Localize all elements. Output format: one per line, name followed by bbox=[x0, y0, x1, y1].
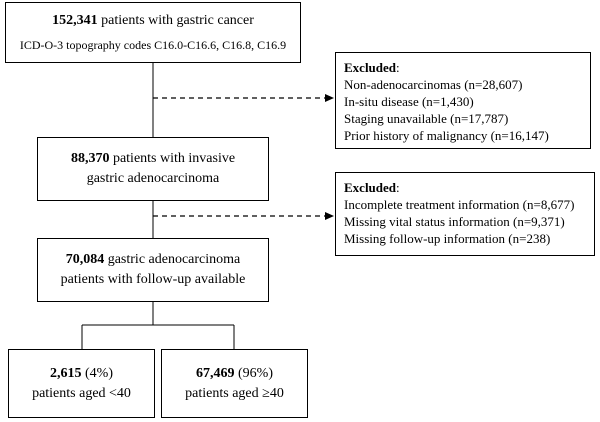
exclusion-1-heading: Excluded: bbox=[344, 60, 400, 75]
exclusion-1-item: In-situ disease (n=1,430) bbox=[344, 94, 474, 109]
followup-line-2: patients with follow-up available bbox=[60, 272, 246, 287]
invasive-line-1: 88,370 patients with invasive bbox=[70, 151, 236, 166]
old-line-1: 67,469 (96%) bbox=[196, 364, 273, 384]
exclusion-box-2: Excluded: Incomplete treatment informati… bbox=[335, 172, 595, 256]
exclusion-1-item: Staging unavailable (n=17,787) bbox=[344, 111, 509, 126]
exclusion-2-heading: Excluded: bbox=[344, 180, 400, 195]
exclusion-box-1: Excluded: Non-adenocarcinomas (n=28,607)… bbox=[335, 52, 591, 149]
arrowhead-exclusion-1 bbox=[325, 94, 334, 102]
box-followup-available: 70,084 gastric adenocarcinoma patients w… bbox=[37, 238, 269, 302]
box-patients-40-plus: 67,469 (96%) patients aged ≥40 bbox=[161, 349, 308, 418]
young-label: patients aged <40 bbox=[32, 385, 131, 401]
young-percent: (4%) bbox=[85, 365, 113, 381]
old-count: 67,469 bbox=[196, 365, 235, 381]
followup-line-1: 70,084 gastric adenocarcinoma bbox=[65, 252, 241, 267]
invasive-count: 88,370 bbox=[70, 151, 110, 166]
box-patients-under-40: 2,615 (4%) patients aged <40 bbox=[8, 349, 155, 418]
box-all-patients-title: 152,341 patients with gastric cancer bbox=[52, 11, 254, 31]
old-label: patients aged ≥40 bbox=[185, 385, 284, 401]
box-invasive-adenocarcinoma: 88,370 patients with invasive gastric ad… bbox=[37, 137, 269, 201]
total-count: 152,341 bbox=[52, 12, 98, 28]
exclusion-2-item: Missing follow-up information (n=238) bbox=[344, 231, 551, 246]
box-all-patients: 152,341 patients with gastric cancer ICD… bbox=[5, 2, 301, 63]
total-label: patients with gastric cancer bbox=[101, 12, 254, 28]
followup-count: 70,084 bbox=[65, 252, 105, 267]
arrowhead-exclusion-2 bbox=[325, 212, 334, 220]
exclusion-2-item: Missing vital status information (n=9,37… bbox=[344, 214, 565, 229]
exclusion-1-item: Prior history of malignancy (n=16,147) bbox=[344, 128, 549, 143]
young-count: 2,615 bbox=[50, 365, 82, 381]
exclusion-2-item: Incomplete treatment information (n=8,67… bbox=[344, 197, 575, 212]
young-line-1: 2,615 (4%) bbox=[50, 364, 113, 384]
icd-codes: ICD-O-3 topography codes C16.0-C16.6, C1… bbox=[19, 37, 287, 52]
invasive-line-2: gastric adenocarcinoma bbox=[86, 171, 220, 186]
old-percent: (96%) bbox=[238, 365, 273, 381]
exclusion-1-item: Non-adenocarcinomas (n=28,607) bbox=[344, 77, 523, 92]
